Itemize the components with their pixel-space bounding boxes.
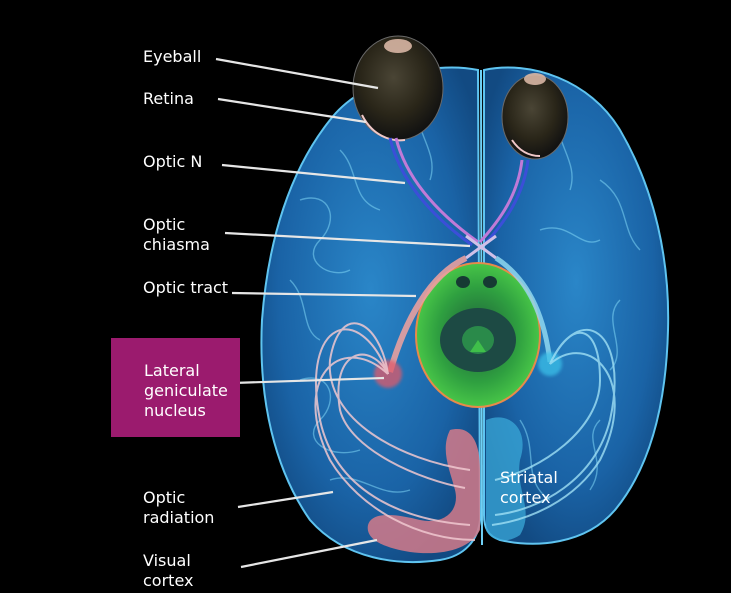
- left-retina: [361, 114, 406, 142]
- leader-optic-radiation: [237, 490, 334, 509]
- leader-optic-n: [221, 163, 406, 185]
- label-lateral-geniculate-nucleus: Lateral geniculate nucleus: [144, 361, 228, 420]
- right-eyeball: [501, 73, 569, 160]
- leader-eyeball: [215, 57, 379, 90]
- visual-cortex-region: [367, 429, 480, 554]
- leader-visual-cortex: [240, 538, 378, 569]
- label-optic-chiasma: Optic chiasma: [143, 215, 210, 254]
- left-eyeball: [352, 35, 444, 141]
- leader-lines: [215, 57, 471, 569]
- midbrain: [415, 262, 541, 408]
- left-optic-tract: [387, 255, 468, 373]
- label-optic-radiation: Optic radiation: [143, 488, 215, 527]
- gyri-texture: [289, 99, 641, 501]
- label-visual-cortex: Visual cortex: [143, 551, 194, 590]
- right-optic-tract: [494, 255, 553, 363]
- label-eyeball: Eyeball: [143, 47, 202, 66]
- leader-optic-chiasma: [224, 231, 471, 248]
- optic-nerves: [388, 137, 530, 247]
- label-retina: Retina: [143, 89, 194, 108]
- lgn-highlight-box: [111, 338, 240, 437]
- left-optic-radiation: [314, 322, 476, 541]
- optic-chiasma: [465, 234, 497, 260]
- right-retina: [511, 139, 541, 157]
- label-optic-tract: Optic tract: [143, 278, 229, 297]
- leader-retina: [217, 97, 367, 124]
- right-optic-radiation: [491, 329, 616, 526]
- striatal-cortex-region: [486, 417, 526, 541]
- label-optic-nerve: Optic N: [143, 152, 203, 171]
- leader-optic-tract: [231, 291, 417, 298]
- leader-lgn: [232, 376, 385, 385]
- label-striatal-cortex: Striatal cortex: [500, 468, 558, 507]
- left-hemisphere: [260, 66, 482, 563]
